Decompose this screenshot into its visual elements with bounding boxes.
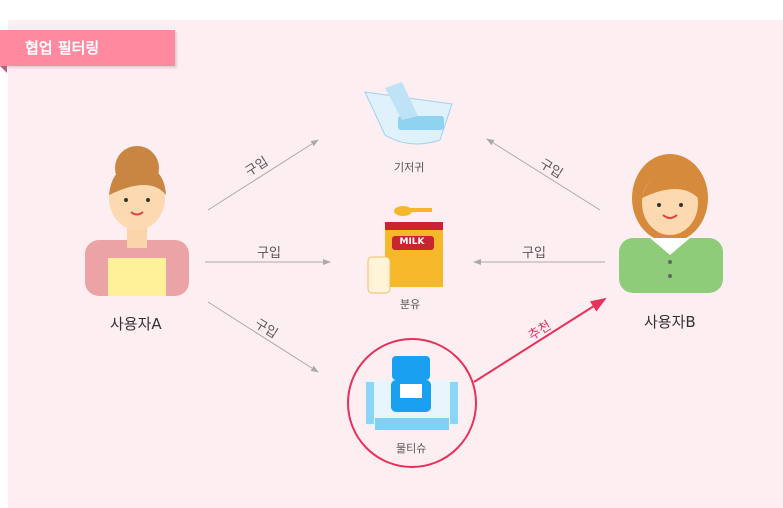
highlight-circle <box>347 338 477 468</box>
user-b-avatar <box>619 154 723 293</box>
diaper-icon <box>364 82 453 145</box>
arrow-a-wipes <box>207 301 319 373</box>
user-b-name: 사용자B <box>644 313 696 331</box>
item-wipes-label: 물티슈 <box>396 442 427 455</box>
arrow-b-diaper <box>486 138 601 211</box>
user-a-name: 사용자A <box>110 315 162 333</box>
edge-label-a-milk: 구입 <box>257 246 281 261</box>
item-milk-label: 분유 <box>400 298 421 311</box>
title-tag: 협업 필터링 <box>0 30 175 66</box>
wipes-icon <box>366 356 458 430</box>
milk-icon <box>367 206 443 294</box>
item-diaper-label: 기저귀 <box>394 161 425 174</box>
milk-can-label: MILK <box>399 237 425 247</box>
edge-label-b-milk: 구입 <box>522 246 546 261</box>
user-a-avatar <box>85 146 189 296</box>
tag-fold <box>0 66 7 73</box>
arrow-a-diaper <box>207 139 319 211</box>
arrow-recommend <box>473 297 607 383</box>
